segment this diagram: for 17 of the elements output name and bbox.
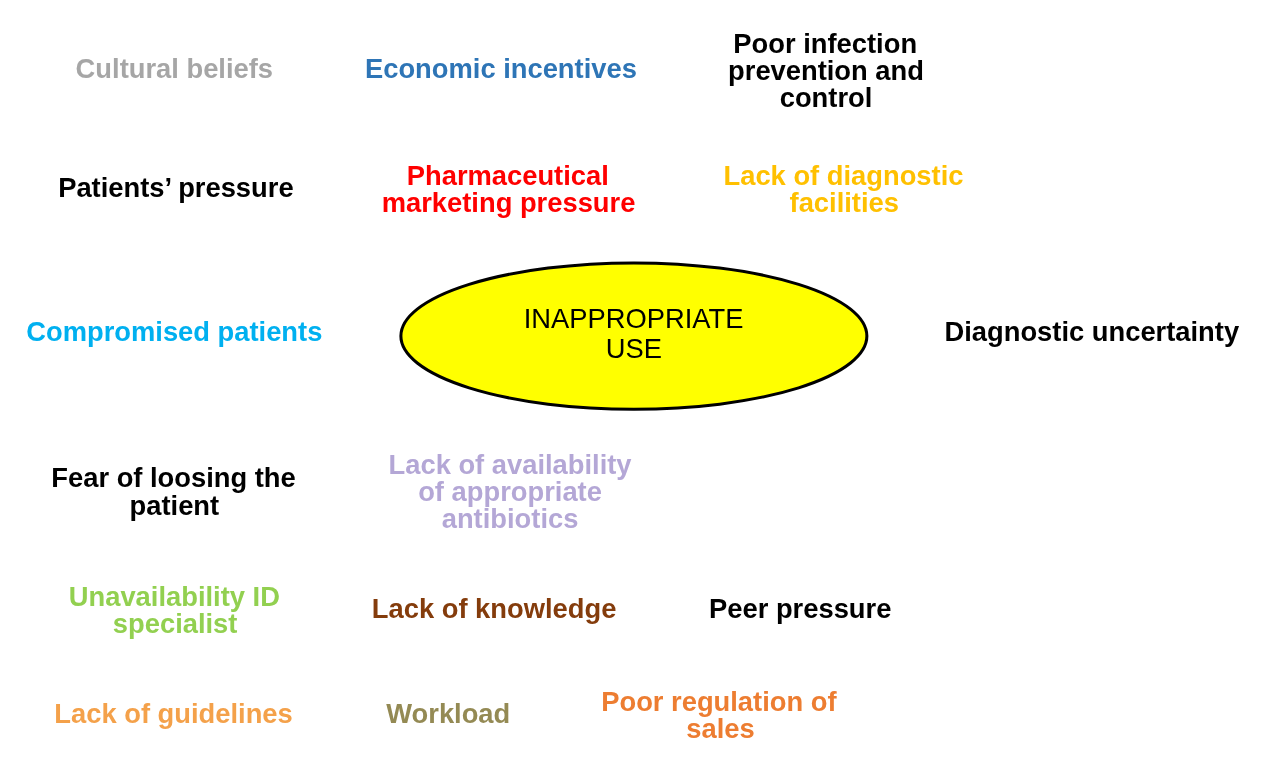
label: Lack of guidelines — [54, 697, 293, 729]
label: Economic incentives — [365, 53, 637, 85]
label: Diagnostic uncertainty — [944, 316, 1240, 348]
label: Unavailability ID specialist — [68, 580, 280, 640]
label: Patients’ pressure — [58, 171, 294, 203]
node-ellipse: INAPPROPRIATE USE — [399, 261, 869, 411]
label: Peer pressure — [709, 592, 892, 624]
label: Compromised patients — [26, 316, 323, 348]
label: Pharmaceutical marketing pressure — [381, 159, 636, 219]
label: Workload — [386, 697, 511, 729]
label: Lack of availability of appropriate antibiotics — [388, 448, 632, 535]
label: Cultural beliefs — [75, 53, 274, 85]
label: Lack of knowledge — [371, 592, 617, 624]
label: Fear of loosing the patient — [51, 462, 296, 521]
label: Poor infection prevention and control — [728, 27, 924, 114]
label: Poor regulation of sales — [601, 685, 837, 744]
label: Lack of diagnostic facilities — [723, 159, 964, 219]
